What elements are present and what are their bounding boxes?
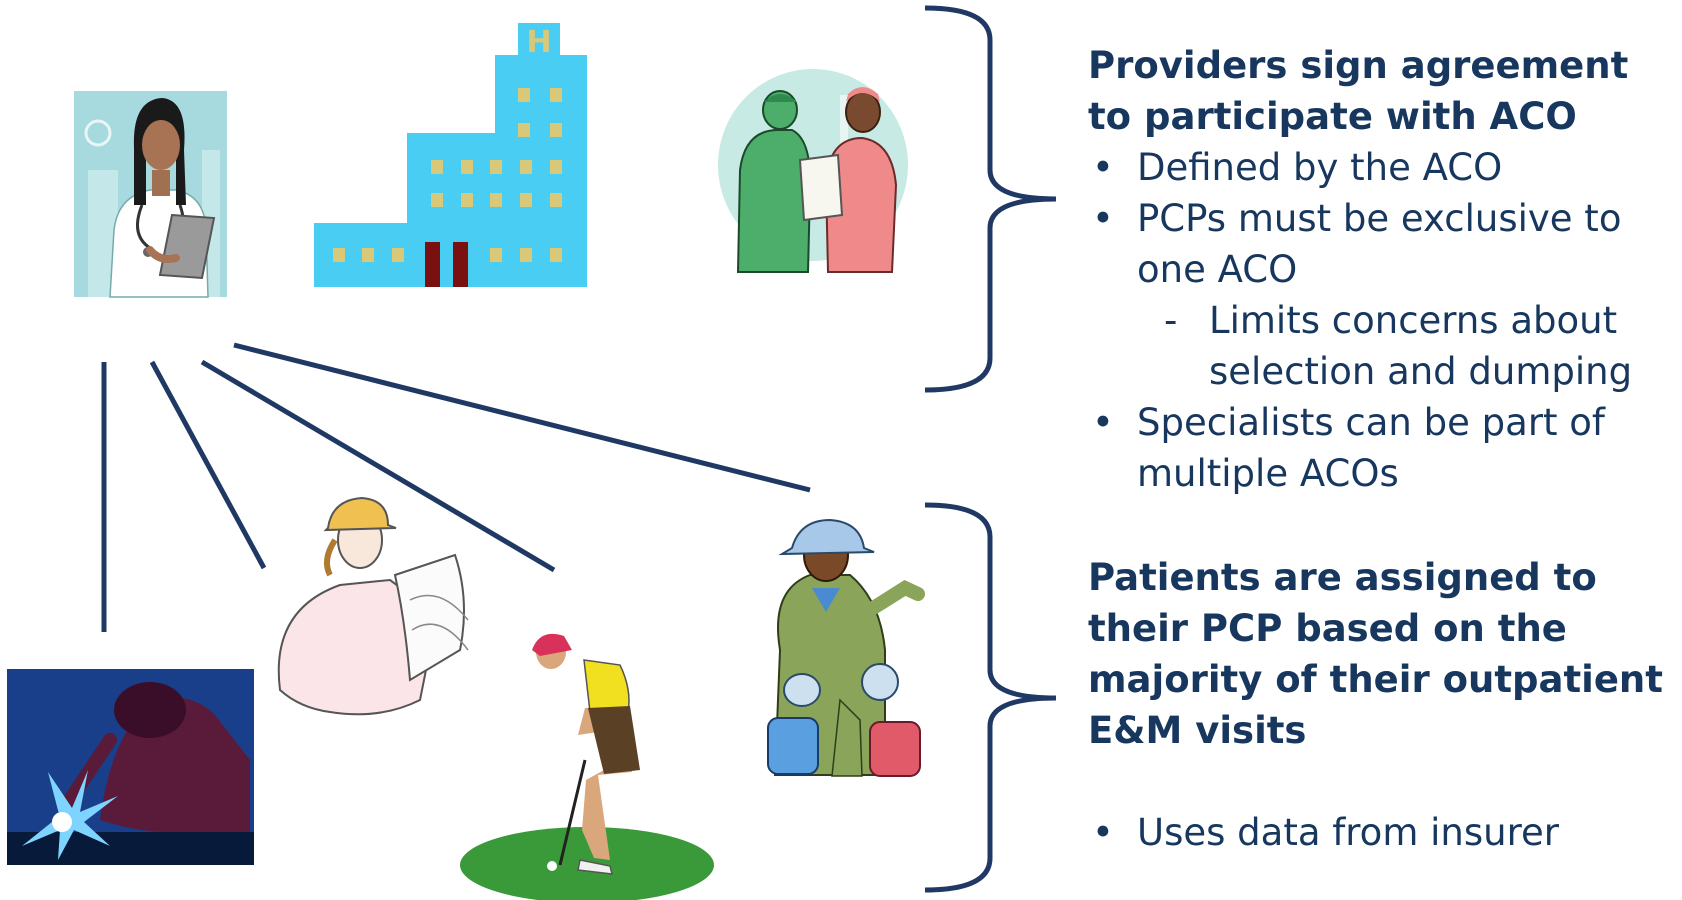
providers-bullet-defined: Defined by the ACO <box>1088 142 1678 193</box>
providers-panel: Providers sign agreement to participate … <box>1088 40 1678 499</box>
connector-engineer <box>149 360 267 570</box>
hospital-icon: H <box>314 23 587 287</box>
connector-scout <box>233 342 811 493</box>
providers-bullet-list: Defined by the ACO PCPs must be exclusiv… <box>1088 142 1678 499</box>
connector-lines <box>101 342 811 632</box>
brace-top <box>924 5 1057 393</box>
brace-bottom <box>924 502 1057 893</box>
engineer-icon <box>277 496 469 716</box>
golfer-icon <box>460 633 714 900</box>
surgeon-nurse-icon <box>718 69 908 273</box>
providers-heading: Providers sign agreement to participate … <box>1088 44 1629 138</box>
providers-bullet-specialists: Specialists can be part of multiple ACOs <box>1088 397 1678 499</box>
patients-heading: Patients are assigned to their PCP based… <box>1088 556 1663 752</box>
patients-bullet-list: Uses data from insurer <box>1088 807 1678 858</box>
scout-leader-icon <box>767 518 925 777</box>
patients-bullet-data: Uses data from insurer <box>1088 807 1678 858</box>
patients-panel: Patients are assigned to their PCP based… <box>1088 552 1678 858</box>
welder-icon <box>7 669 254 865</box>
connector-golfer <box>200 359 556 573</box>
providers-bullet-exclusive: PCPs must be exclusive to one ACO <box>1088 193 1678 295</box>
doctor-icon <box>74 91 227 298</box>
providers-sub-bullet-limits: Limits concerns about selection and dump… <box>1088 295 1678 397</box>
svg-text:H: H <box>526 25 551 60</box>
